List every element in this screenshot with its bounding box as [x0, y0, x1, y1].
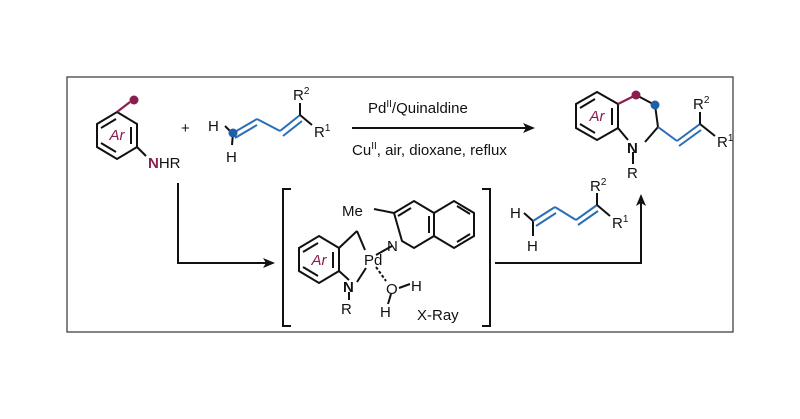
intermediate-h-below: H	[380, 304, 391, 321]
quinoline-ring-icon	[392, 199, 475, 250]
product-n: N	[627, 140, 638, 157]
bracket-right	[482, 188, 491, 327]
diene-reagent: H H R2 R1	[510, 177, 629, 255]
product-ring-label: Ar	[589, 108, 606, 125]
reagent-h-top: H	[510, 205, 521, 222]
intermediate-h-right: H	[411, 278, 422, 295]
intermediate-n: N	[343, 279, 354, 296]
intermediate-me: Me	[342, 203, 363, 220]
product-blue-dot	[650, 100, 660, 110]
intermediate-pd: Pd	[364, 252, 382, 269]
product-maroon-dot	[631, 90, 641, 100]
reagent-r2: R2	[590, 177, 607, 195]
methyl-bond	[116, 101, 131, 113]
quinoline-n: N	[387, 238, 398, 255]
intermediate: Ar Pd N R O H H Me N X-Ray	[282, 188, 491, 327]
benzene-ring-icon	[96, 110, 138, 161]
product-r1: R1	[717, 133, 734, 151]
product-r: R	[627, 165, 638, 182]
reactant-aniline: Ar NHR	[96, 95, 181, 172]
intermediate-r: R	[341, 301, 352, 318]
ring-label-ar: Ar	[109, 127, 126, 144]
condition-oxidant: CuII, air, dioxane, reflux	[352, 141, 507, 159]
intermediate-ring-label: Ar	[311, 252, 328, 269]
product: Ar N R R2 R1	[575, 90, 734, 182]
arrow-icon	[177, 183, 275, 268]
arrow-icon	[495, 194, 646, 264]
plus-sign: +	[181, 120, 190, 137]
terminal-dot	[228, 128, 238, 138]
methyl-dot	[129, 95, 139, 105]
reactant-diene: H H R2 R1	[208, 86, 331, 166]
reagent-h-bottom: H	[527, 238, 538, 255]
scheme-frame	[66, 76, 734, 333]
condition-catalyst: PdII/Quinaldine	[368, 99, 468, 117]
bracket-left	[282, 188, 291, 327]
amine-label: NHR	[148, 155, 181, 172]
xray-label: X-Ray	[417, 307, 459, 324]
product-r2: R2	[693, 95, 710, 113]
diene-r2: R2	[293, 86, 310, 104]
diene-h-bottom: H	[226, 149, 237, 166]
diene-r1: R1	[314, 123, 331, 141]
amine-bond	[136, 146, 147, 157]
reagent-r1: R1	[612, 214, 629, 232]
diene-h-top: H	[208, 118, 219, 135]
intermediate-o: O	[386, 281, 398, 298]
